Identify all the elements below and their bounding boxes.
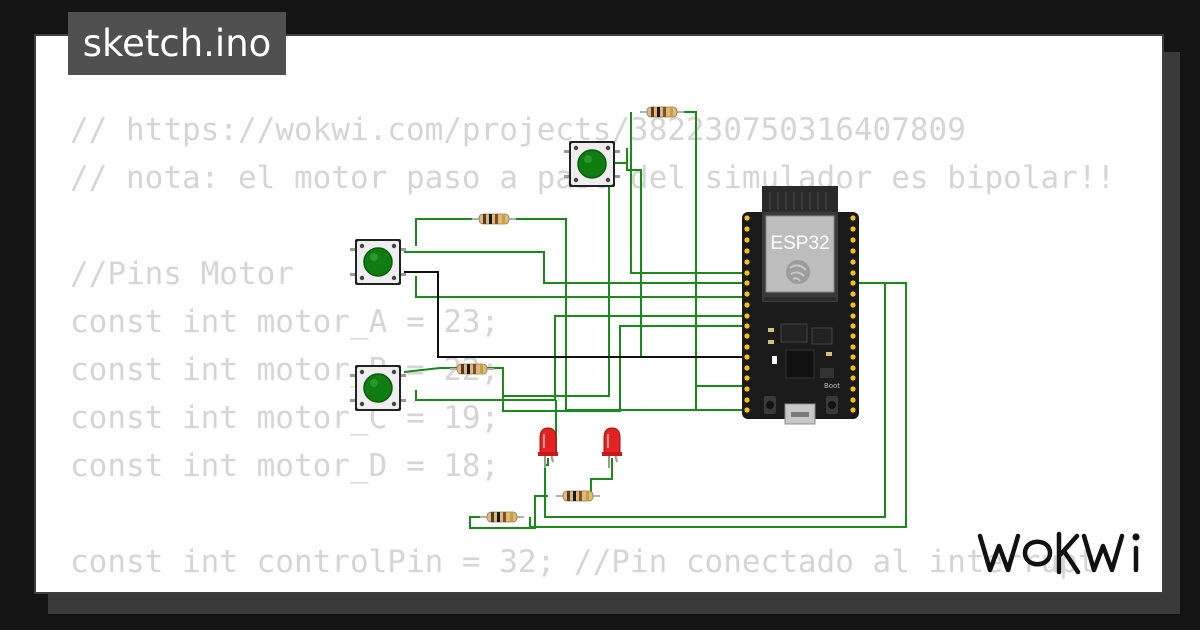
header-pins-left <box>744 215 750 413</box>
push-button[interactable] <box>349 238 407 286</box>
resistor <box>555 490 601 502</box>
resistor <box>449 363 495 375</box>
resistor <box>639 106 685 118</box>
wire-black <box>404 271 748 358</box>
code-line: const int controlPin = 32; //Pin conecta… <box>70 544 1097 580</box>
esp32-board: ESP32 Boot <box>742 186 859 425</box>
resistor <box>471 213 517 225</box>
push-button[interactable] <box>349 364 407 412</box>
code-line: //Pins Motor <box>70 256 294 292</box>
espressif-logo-icon <box>786 260 810 284</box>
push-button[interactable] <box>563 140 621 188</box>
header-pins-right <box>850 215 856 413</box>
code-line: const int motor_A = 23; <box>70 304 500 340</box>
micro-usb-port-icon <box>784 403 816 425</box>
boot-label: Boot <box>824 382 840 390</box>
file-title: sketch.ino <box>68 12 286 75</box>
board-label: ESP32 <box>770 233 829 254</box>
code-line: const int motor_D = 18; <box>70 448 500 484</box>
code-line: // https://wokwi.com/projects/3822307503… <box>70 112 966 148</box>
wokwi-logo-icon <box>977 531 1140 575</box>
code-card: // https://wokwi.com/projects/3822307503… <box>34 34 1164 594</box>
resistor <box>479 511 525 523</box>
